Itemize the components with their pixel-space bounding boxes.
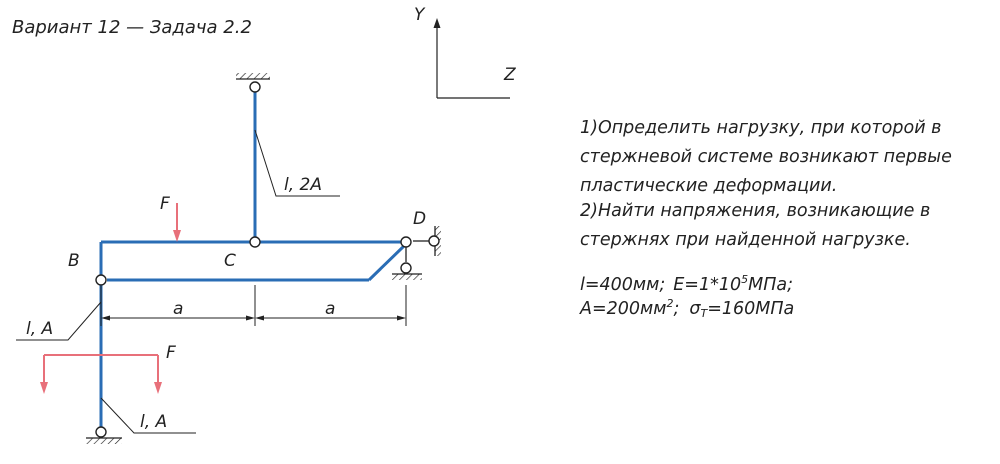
rod-structure [99,87,406,432]
task-line: 2)Найти напряжения, возникающие в [580,201,930,221]
title: Вариант 12 — Задача 2.2 [12,17,252,38]
rod-label-top: l, 2A [284,175,322,195]
leader-lines [16,129,340,434]
dimension-label-a1: a [173,299,183,319]
hinge-c [249,236,261,248]
bottom-ground-support [86,437,122,444]
hinge-right-bottom [400,262,412,274]
parameters: l=400мм;E=1*105МПа; A=200мм2;σT=160МПа [579,273,794,320]
dimension-arrows [101,315,406,321]
point-b-label: B [68,251,80,271]
dimension-label-a2: a [325,299,335,319]
axis-z-label: Z [503,65,516,85]
hinges [95,81,440,438]
force-bracket-left: F [40,343,176,394]
hinge-d [400,236,412,248]
point-d-label: D [413,209,426,229]
point-c-label: C [224,251,236,271]
task-statement: 1)Определить нагрузку, при которой в сте… [580,118,952,250]
task-line: стержнях при найденной нагрузке. [580,230,911,250]
hinge-wall [428,235,440,247]
top-ground-support [236,73,270,80]
force-arrow-beam: F [160,194,181,242]
rigid-beam-chamfer [367,244,406,282]
param-line-1: l=400мм;E=1*105МПа; [580,273,793,295]
task-line: пластические деформации. [580,176,837,196]
hinge-b [95,274,107,286]
param-line-2: A=200мм2;σT=160МПа [579,297,794,320]
right-bottom-support [392,242,422,280]
hinge-bottom [95,426,107,438]
task-line: 1)Определить нагрузку, при которой в [580,118,941,138]
force-label-left: F [166,343,176,363]
axis-y-label: Y [414,5,426,25]
rod-label-lower-left: l, A [140,412,167,432]
force-label-beam: F [160,194,170,214]
hinge-top [249,81,261,93]
rod-label-upper-left: l, A [26,319,53,339]
coordinate-axes: Y Z [414,5,516,99]
task-line: стержневой системе возникают первые [580,147,952,167]
dimension-lines [100,285,407,326]
